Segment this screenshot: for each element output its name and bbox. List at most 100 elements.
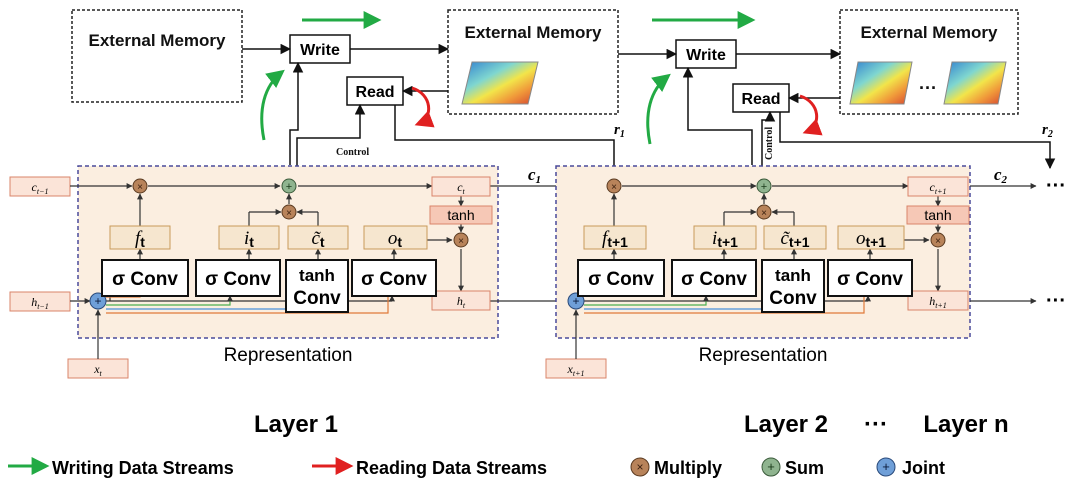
svg-text:+: + — [761, 181, 767, 193]
svg-text:×: × — [458, 236, 464, 247]
h-prev-label: ht−1 — [31, 295, 49, 311]
i-gate-label: it — [244, 228, 254, 250]
r1-label: r1 — [614, 122, 625, 140]
svg-text:×: × — [636, 460, 643, 474]
c-out-box — [431, 176, 491, 197]
svg-text:Read: Read — [355, 84, 394, 101]
layer-n-label: Layer n — [923, 411, 1008, 438]
r2-label: r2 — [1042, 122, 1053, 140]
tanh-conv-label-2: Conv — [293, 288, 341, 309]
sigma-conv-o-label: σ Conv — [361, 269, 427, 290]
legend-joint-icon — [876, 457, 896, 477]
c-tilde-gate-label: c̃t — [311, 228, 324, 250]
control-label-1: Control — [336, 147, 369, 158]
multiply-op — [756, 204, 772, 220]
tanh-label: tanh — [447, 207, 474, 223]
sigma-conv-i-box — [195, 259, 281, 297]
f-gate-label: ft+1 — [602, 228, 628, 250]
cell-2: xt+1 — [545, 165, 1066, 379]
multiply-op — [453, 232, 469, 248]
i-gate-label: it+1 — [712, 228, 738, 250]
sum-op — [281, 178, 297, 194]
sigma-conv-i-label: σ Conv — [205, 269, 271, 290]
o-gate-box — [363, 225, 428, 250]
c-out-label: ct — [457, 180, 465, 196]
c-out-box — [907, 176, 969, 197]
svg-text:×: × — [761, 208, 767, 219]
external-memory-2: External Memory — [447, 9, 619, 115]
o-gate-label: ot+1 — [856, 228, 886, 250]
memory-ellipsis: ··· — [919, 78, 937, 98]
sigma-conv-o-box — [827, 259, 913, 297]
f-gate-label: ft — [135, 228, 145, 250]
sigma-conv-f-label: σ Conv — [588, 269, 654, 290]
c-tilde-gate-box — [287, 225, 349, 250]
representation-label-2: Representation — [699, 345, 828, 366]
memory-map-image — [849, 61, 913, 105]
f-gate-box — [583, 225, 647, 250]
write-box-1: Write — [289, 34, 351, 64]
svg-text:Write: Write — [686, 47, 726, 64]
svg-text:+: + — [572, 294, 579, 308]
svg-text:×: × — [611, 182, 617, 193]
sigma-conv-i-label: σ Conv — [681, 269, 747, 290]
svg-text:Write: Write — [300, 42, 340, 59]
sigma-conv-f-label: σ Conv — [112, 269, 178, 290]
c-tilde-gate-label: c̃t+1 — [780, 228, 809, 250]
external-memory-1-label: External Memory — [89, 31, 227, 50]
cell-1: ct−1 ht−1 xt — [9, 165, 607, 379]
tanh-conv-box — [761, 259, 825, 313]
tanh-box — [906, 205, 970, 225]
c-prev-label: ct−1 — [32, 180, 49, 196]
sum-op — [756, 178, 772, 194]
memory-map-image — [943, 61, 1007, 105]
i-gate-box — [693, 225, 757, 250]
h-out-box — [907, 290, 969, 311]
c2-label: c2 — [994, 165, 1008, 186]
legend-multiply-icon — [630, 457, 650, 477]
h-out-label: ht+1 — [929, 294, 947, 310]
reading-curve-arrow — [411, 86, 435, 128]
representation-label-1: Representation — [224, 345, 353, 366]
memory-map-image — [461, 61, 539, 105]
tanh-conv-label-2: Conv — [769, 288, 817, 309]
sigma-conv-f-box — [577, 259, 665, 297]
multiply-op — [930, 232, 946, 248]
layer-ellipsis: ··· — [864, 411, 888, 438]
h-out-label: ht — [457, 294, 466, 310]
svg-text:+: + — [286, 181, 292, 193]
legend-joint-label: Joint — [902, 458, 945, 478]
legend-multiply-label: Multiply — [654, 458, 722, 478]
o-gate-box — [837, 225, 905, 250]
writing-curve-arrow — [260, 69, 285, 141]
legend: Writing Data Streams Reading Data Stream… — [8, 457, 945, 478]
control-label-2: Control — [764, 127, 775, 160]
c-tilde-gate-box — [763, 225, 827, 250]
svg-text:+: + — [882, 459, 890, 474]
tanh-label: tanh — [924, 207, 951, 223]
c1-label: c1 — [528, 165, 541, 186]
reading-curve-arrow — [799, 94, 823, 136]
layer-2-label: Layer 2 — [744, 411, 828, 438]
continuation-ellipsis-c: ··· — [1046, 175, 1066, 197]
sigma-conv-i-box — [671, 259, 757, 297]
read-box-1: Read — [346, 76, 404, 106]
write-box-2: Write — [675, 39, 737, 69]
external-memory-2-label: External Memory — [465, 23, 603, 42]
tanh-box — [429, 205, 493, 225]
tanh-conv-box — [285, 259, 349, 313]
legend-sum-label: Sum — [785, 458, 824, 478]
x-input-label: xt+1 — [567, 362, 585, 378]
layer-1-label: Layer 1 — [254, 411, 338, 438]
svg-text:×: × — [935, 236, 941, 247]
svg-text:Read: Read — [741, 91, 780, 108]
read-box-2: Read — [732, 83, 790, 113]
sigma-conv-o-box — [351, 259, 437, 297]
external-memory-3: External Memory ··· — [839, 9, 1019, 115]
legend-writing-label: Writing Data Streams — [52, 458, 234, 478]
o-gate-label: ot — [388, 228, 403, 250]
memory-flow-lines — [242, 43, 1056, 180]
multiply-op — [281, 204, 297, 220]
h-out-box — [431, 290, 491, 311]
